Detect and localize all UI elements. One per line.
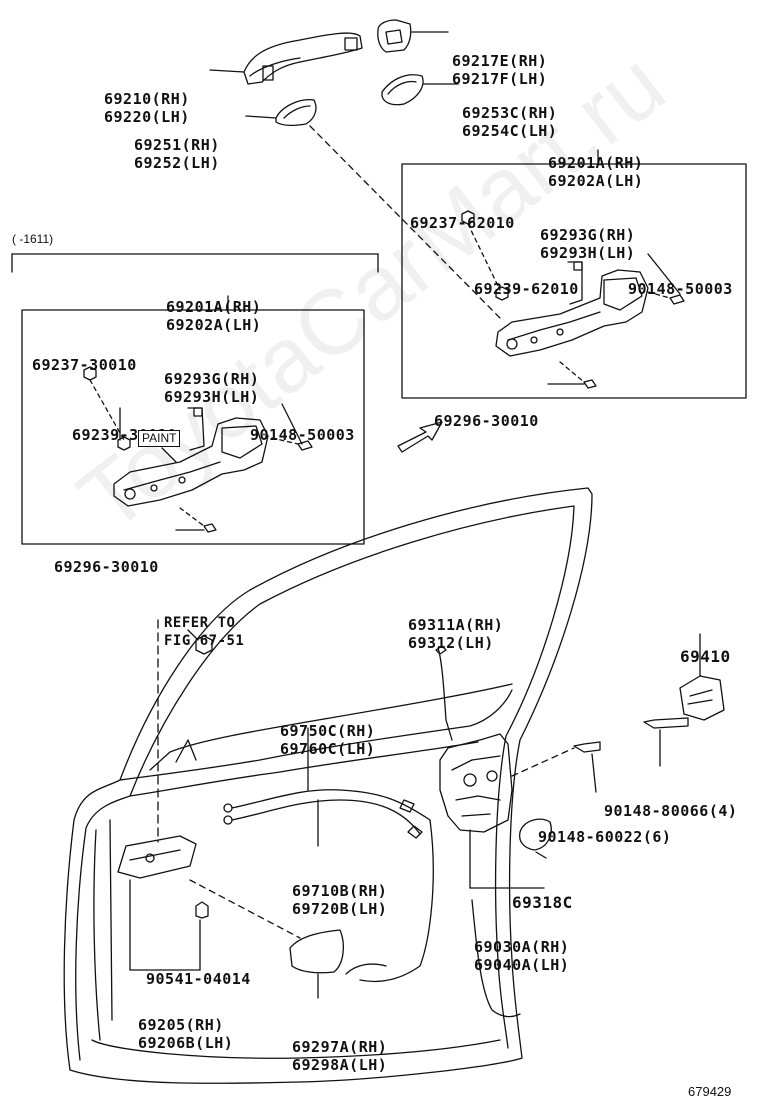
bolts-left [83, 366, 313, 533]
door-outline [63, 487, 593, 1084]
label-69237-left: 69237-30010 [32, 356, 137, 374]
label-69311: 69311A(RH)69312(LH) [408, 616, 504, 652]
direction-arrow [397, 421, 443, 453]
label-90148-80066: 90148-80066(4) [604, 802, 738, 820]
label-90148-top: 90148-50003 [628, 280, 733, 298]
frame-assembly-left [113, 407, 269, 507]
label-90148-60022: 90148-60022(6) [538, 828, 672, 846]
label-69201-left: 69201A(RH)69202A(LH) [166, 298, 262, 334]
frame-box-right [401, 163, 747, 399]
label-69237-top: 69237-62010 [410, 214, 515, 232]
figure-number: 679429 [688, 1084, 732, 1099]
label-69251: 69251(RH)69252(LH) [134, 136, 220, 172]
refer-bolt [195, 635, 213, 655]
lock-screw [573, 741, 601, 753]
label-69410: 69410 [680, 647, 731, 666]
inside-handle-bezel [289, 929, 345, 974]
label-69318: 69318C [512, 893, 573, 912]
handle-screw [195, 901, 209, 919]
label-90148-left: 90148-50003 [250, 426, 355, 444]
label-69239-top: 69239-62010 [474, 280, 579, 298]
handle-pad-part [381, 74, 424, 106]
label-90541: 90541-04014 [146, 970, 251, 988]
label-69293-top: 69293G(RH)69293H(LH) [540, 226, 636, 262]
striker-screw [643, 717, 689, 729]
label-69030: 69030A(RH)69040A(LH) [474, 938, 570, 974]
label-69217: 69217E(RH)69217F(LH) [452, 52, 548, 88]
frame-assembly-right [495, 261, 649, 357]
label-69296-left: 69296-30010 [54, 558, 159, 576]
lock-cover-part [518, 818, 552, 851]
door-lock-assembly [439, 733, 513, 833]
frame-box-left [21, 309, 365, 545]
label-69297: 69297A(RH)69298A(LH) [292, 1038, 388, 1074]
inside-handle-part [117, 835, 197, 879]
label-69201-top: 69201A(RH)69202A(LH) [548, 154, 644, 190]
label-69210: 69210(RH)69220(LH) [104, 90, 190, 126]
label-69296-top: 69296-30010 [434, 412, 539, 430]
outside-handle-part [243, 32, 363, 85]
bolts-right [461, 210, 685, 389]
paint-tag: PAINT [138, 430, 181, 447]
date-note: ( -1611) [12, 232, 54, 246]
label-69710: 69710B(RH)69720B(LH) [292, 882, 388, 918]
label-69293-left: 69293G(RH)69293H(LH) [164, 370, 260, 406]
label-69205: 69205(RH)69206B(LH) [138, 1016, 234, 1052]
control-cables [223, 789, 431, 839]
label-69750: 69750C(RH)69760C(LH) [280, 722, 376, 758]
label-69253: 69253C(RH)69254C(LH) [462, 104, 558, 140]
handle-gasket-part [275, 99, 317, 126]
handle-cap-part [377, 19, 412, 53]
